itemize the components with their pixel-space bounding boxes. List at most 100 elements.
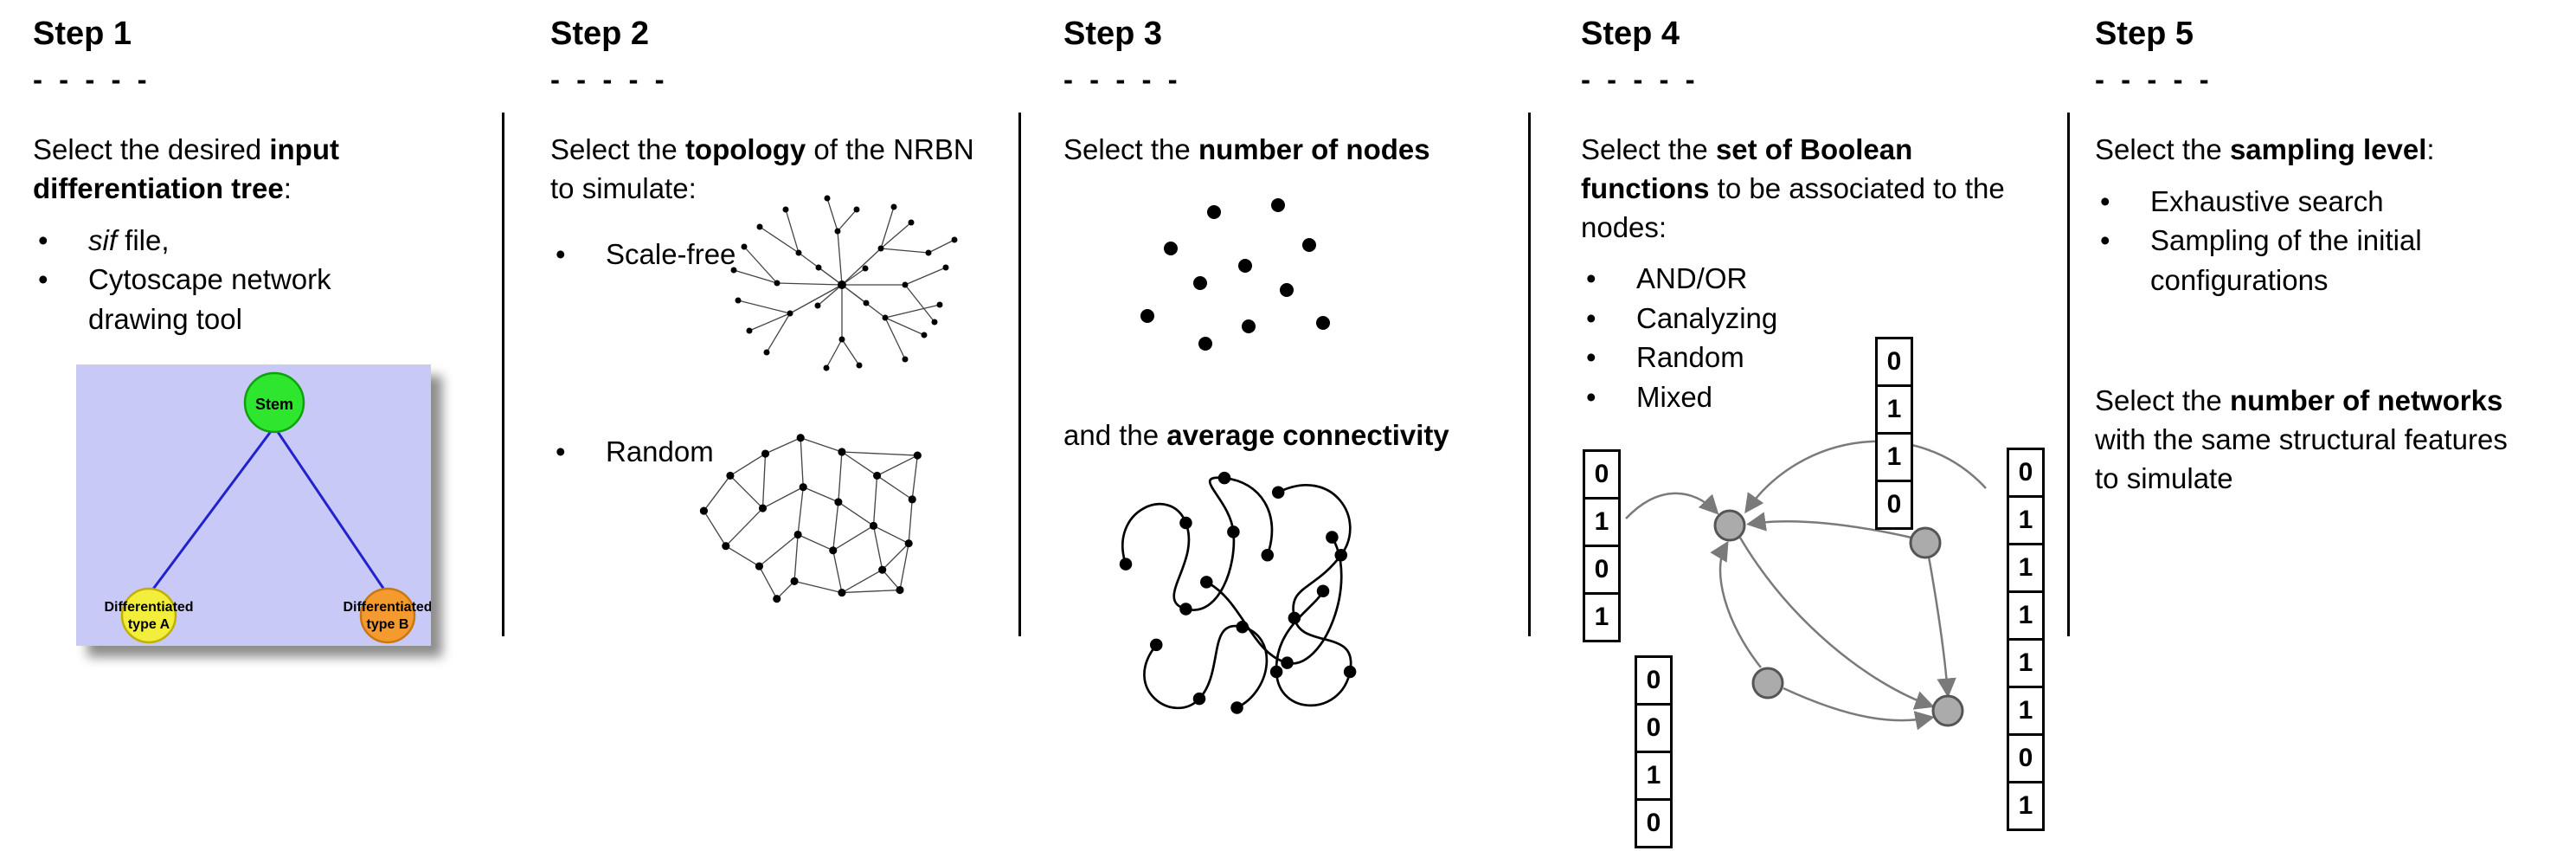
step-4-bullet-list: •AND/OR •Canalyzing •Random •Mixed bbox=[1581, 259, 2055, 416]
bullet-icon: • bbox=[2100, 224, 2110, 257]
bullet-icon: • bbox=[1586, 381, 1596, 414]
step-5-second: Select the number of networks with the s… bbox=[2095, 382, 2528, 499]
truth-table-left: 0 1 0 1 bbox=[1583, 449, 1621, 642]
step-4-title: Step 4 bbox=[1581, 16, 1680, 52]
stem-node bbox=[243, 371, 305, 434]
truth-table-cell: 0 bbox=[2007, 448, 2045, 498]
step-2-intro-bold: topology bbox=[684, 132, 806, 165]
list-item: • Cytoscape network drawing tool bbox=[38, 260, 487, 338]
truth-table-right: 0 1 1 1 1 1 0 1 bbox=[2007, 448, 2045, 831]
step-4-intro-bold: set of Boolean functions bbox=[1581, 132, 1913, 204]
truth-table-cell: 0 bbox=[1875, 480, 1913, 530]
bullet-icon: • bbox=[556, 435, 566, 467]
step-4-dashes: - - - - - bbox=[1581, 62, 1699, 95]
step-1-intro-post: : bbox=[283, 171, 292, 204]
boolean-network-figure: 0 1 1 0 0 1 0 1 0 0 1 0 0 1 1 1 bbox=[1581, 311, 2055, 851]
step-5-intro-bold: sampling level bbox=[2229, 132, 2427, 165]
step-3-dashes: - - - - - bbox=[1063, 62, 1182, 95]
step-5-second-pre: Select the bbox=[2095, 384, 2230, 417]
truth-table-cell: 1 bbox=[2007, 543, 2045, 593]
step-2-dashes: - - - - - bbox=[550, 62, 669, 95]
bullet-icon: • bbox=[556, 238, 566, 270]
step-1-intro: Select the desired input differentiation… bbox=[33, 131, 487, 209]
truth-table-cell: 1 bbox=[2007, 781, 2045, 831]
truth-table-cell: 1 bbox=[2007, 638, 2045, 688]
tree-edge-right bbox=[273, 426, 389, 596]
step-2-title: Step 2 bbox=[550, 16, 650, 52]
list-item: • AND/OR bbox=[1586, 259, 2055, 299]
truth-table-cell: 0 bbox=[1583, 545, 1621, 595]
column-divider bbox=[502, 113, 504, 636]
step-1-title: Step 1 bbox=[33, 16, 132, 52]
step-2-intro: Select the topology of the NRBN to simul… bbox=[550, 131, 983, 209]
list-item: • Random bbox=[556, 432, 714, 472]
type-b-label-line1: Differentiated bbox=[343, 600, 431, 615]
differentiation-tree-figure: Stem Differentiated type A Differentiate… bbox=[76, 364, 433, 647]
truth-table-cell: 0 bbox=[1635, 703, 1673, 753]
step-3-line2-bold: average connectivity bbox=[1166, 419, 1449, 451]
step-1-bullet-sif: sif file, bbox=[88, 223, 170, 256]
truth-table-bottom-left: 0 0 1 0 bbox=[1635, 655, 1673, 848]
step-5-bullet-list: • Exhaustive search • Sampling of the init… bbox=[2095, 182, 2545, 300]
step-3-title: Step 3 bbox=[1063, 16, 1163, 52]
truth-table-cell: 1 bbox=[1583, 497, 1621, 547]
step-5-intro-pre: Select the bbox=[2095, 132, 2230, 165]
truth-table-cell: 1 bbox=[2007, 495, 2045, 545]
step-4-intro-pre: Select the bbox=[1581, 132, 1716, 165]
truth-table-cell: 1 bbox=[1875, 432, 1913, 482]
step-5-intro-post: : bbox=[2426, 132, 2435, 165]
boolean-node bbox=[1713, 509, 1746, 542]
step-1-dashes: - - - - - bbox=[33, 62, 151, 95]
step-5-column: Step 5 - - - - - Select the sampling lev… bbox=[2095, 16, 2545, 499]
boolean-node bbox=[1751, 667, 1784, 699]
scale-free-label: Scale-free bbox=[606, 238, 736, 270]
column-divider bbox=[2067, 113, 2070, 636]
andor-label: AND/OR bbox=[1636, 262, 1748, 295]
step-3-line2-pre: and the bbox=[1063, 419, 1167, 451]
step-1-bullet-list: • sif file, • Cytoscape network drawing … bbox=[33, 221, 487, 339]
step-3-line1-pre: Select the bbox=[1063, 132, 1198, 165]
type-b-label-line2: type B bbox=[367, 617, 409, 632]
bullet-icon: • bbox=[1586, 301, 1596, 334]
bullet-icon: • bbox=[38, 263, 48, 296]
list-item: • Random bbox=[1586, 338, 2055, 377]
step-1-intro-bold: input differentiation tree bbox=[33, 132, 339, 204]
nodes-dots-figure bbox=[1140, 198, 1330, 351]
step-4-intro: Select the set of Boolean functions to b… bbox=[1581, 131, 2031, 248]
step-5-second-bold: number of networks bbox=[2229, 384, 2503, 417]
sampling-configurations-label: Sampling of the initial configurations bbox=[2150, 224, 2422, 296]
step-3-line1: Select the number of nodes bbox=[1063, 131, 1535, 170]
scale-free-network-figure bbox=[730, 195, 958, 371]
step-3-line2: and the average connectivity bbox=[1063, 416, 1449, 455]
random-network-figure bbox=[699, 434, 922, 603]
step-1-column: Step 1 - - - - - Select the desired inpu… bbox=[33, 16, 487, 647]
step-3-line1-bold: number of nodes bbox=[1198, 132, 1430, 165]
list-item: • Exhaustive search bbox=[2100, 182, 2545, 222]
bullet-icon: • bbox=[1586, 341, 1596, 374]
truth-table-cell: 0 bbox=[1875, 337, 1913, 387]
bullet-icon: • bbox=[2100, 184, 2110, 217]
step-2-intro-post: of the NRBN to simulate: bbox=[550, 132, 974, 204]
column-divider bbox=[1528, 113, 1531, 636]
boolean-node bbox=[1931, 694, 1964, 727]
step-2-bullet-scalefree: • Scale-free bbox=[550, 235, 736, 274]
random-functions-label: Random bbox=[1636, 341, 1744, 374]
exhaustive-search-label: Exhaustive search bbox=[2150, 184, 2384, 217]
step-3-column: Step 3 - - - - - Select the number of no… bbox=[1063, 16, 1535, 714]
type-a-node bbox=[120, 587, 177, 644]
differentiation-tree-svg: Stem Differentiated type A Differentiate… bbox=[76, 364, 433, 647]
truth-table-cell: 0 bbox=[1583, 449, 1621, 500]
truth-table-cell: 0 bbox=[1635, 798, 1673, 848]
boolean-network-svg bbox=[1625, 440, 1987, 731]
bullet-icon: • bbox=[38, 223, 48, 256]
step-2-intro-pre: Select the bbox=[550, 132, 685, 165]
step-4-intro-post: to be associated to the nodes: bbox=[1581, 171, 2005, 243]
bullet-icon: • bbox=[1586, 262, 1596, 295]
step-5-second-post: with the same structural features to sim… bbox=[2095, 423, 2508, 495]
truth-table-cell: 1 bbox=[1635, 751, 1673, 801]
canalyzing-label: Canalyzing bbox=[1636, 301, 1778, 334]
tree-edge-left bbox=[147, 426, 276, 596]
list-item: • Scale-free bbox=[556, 235, 736, 274]
step-1-intro-pre: Select the desired bbox=[33, 132, 270, 165]
